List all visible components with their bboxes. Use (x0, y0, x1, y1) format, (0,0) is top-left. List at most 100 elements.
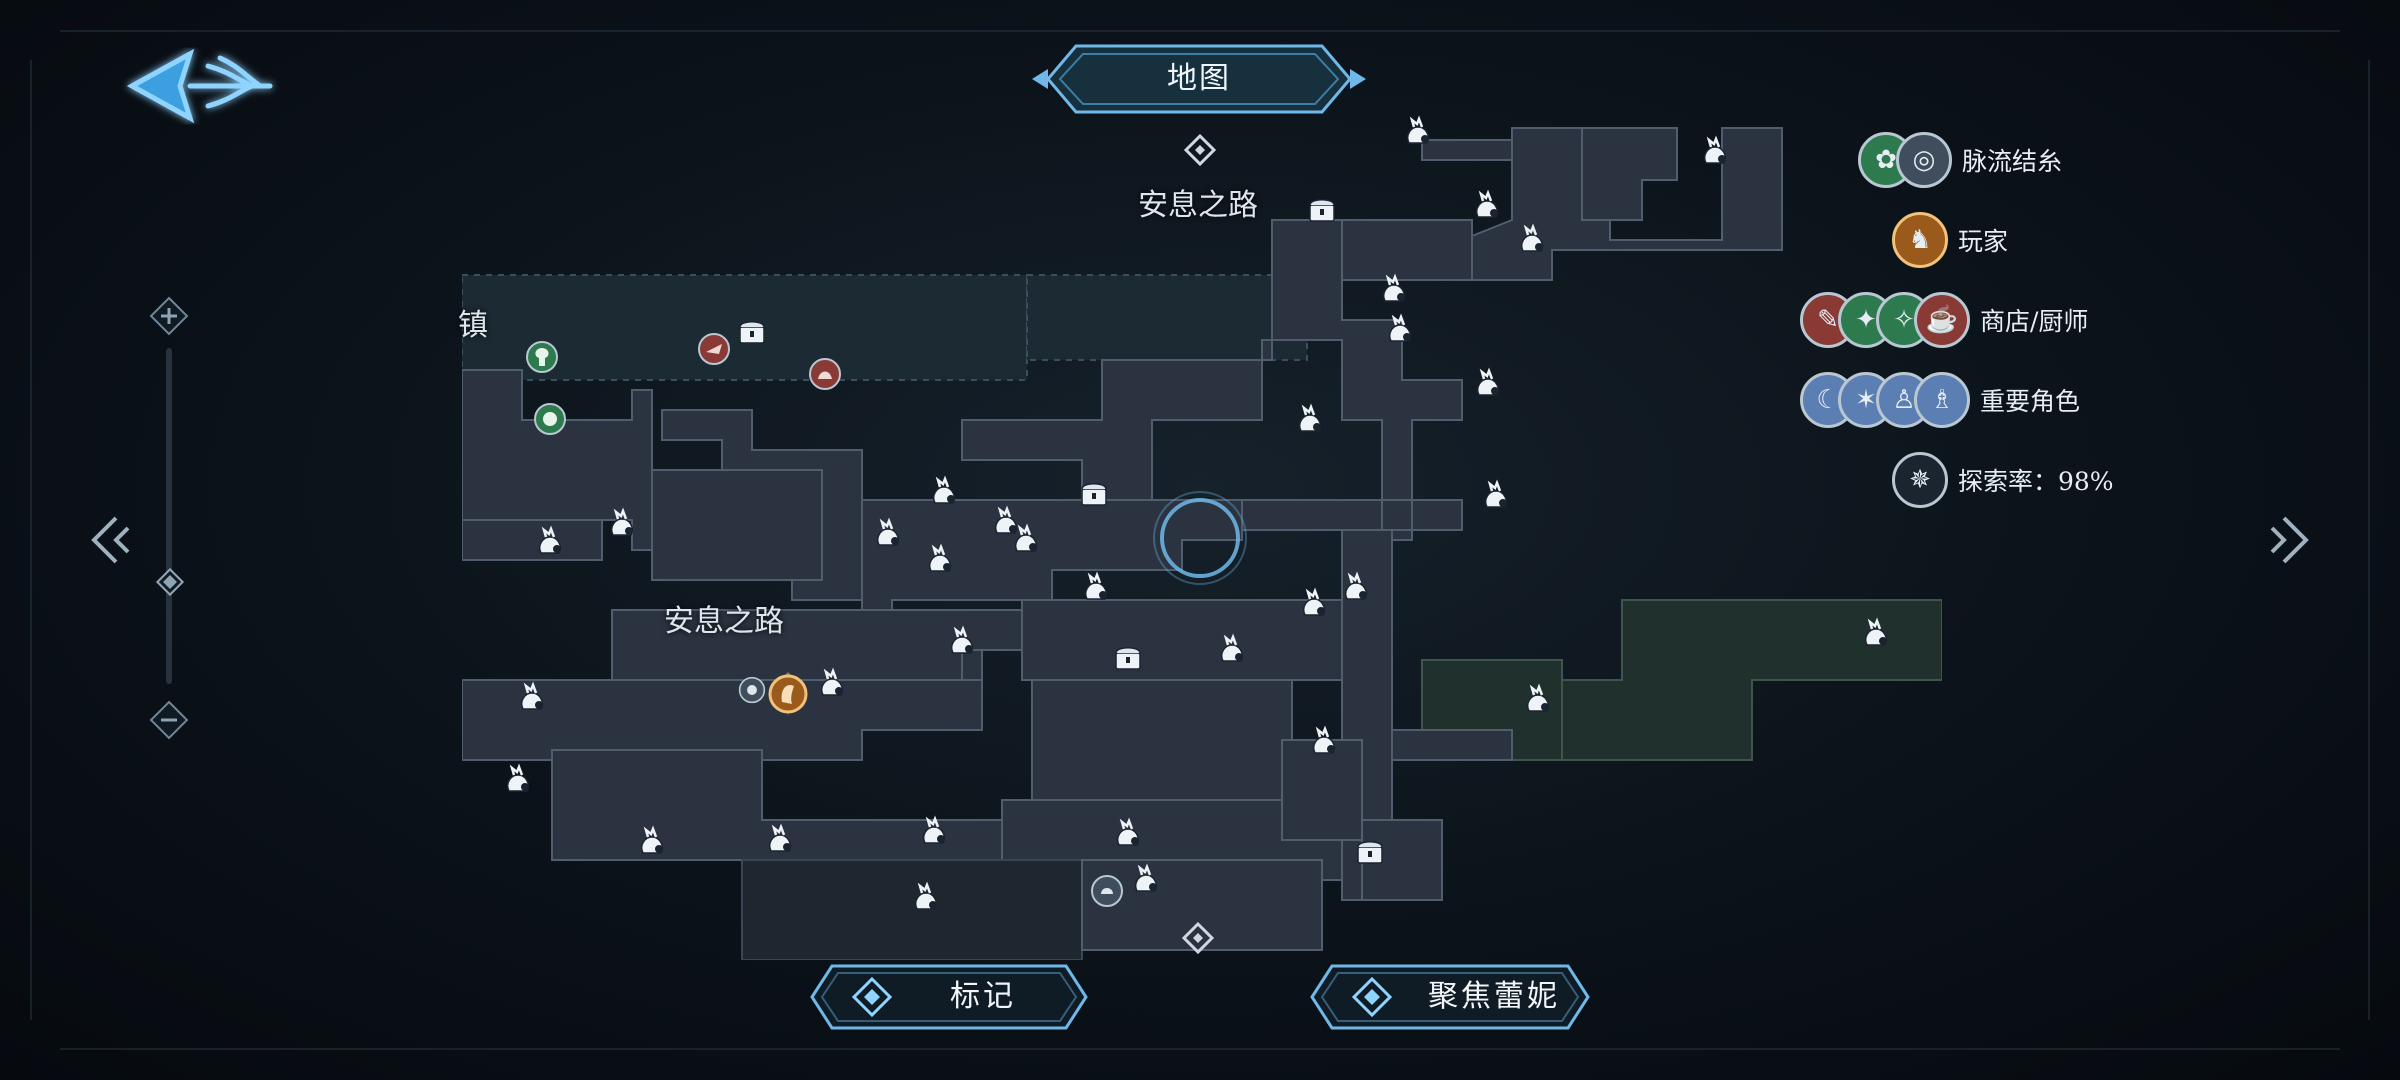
map-room (1331, 219, 1473, 281)
bag-icon[interactable] (501, 763, 535, 797)
chest-icon[interactable] (1353, 835, 1387, 869)
frame-right-line (2368, 60, 2370, 1020)
chest-icon[interactable] (735, 315, 769, 349)
bag-icon[interactable] (533, 525, 567, 559)
focus-icon (1351, 976, 1393, 1018)
chevron-left-icon (91, 516, 130, 564)
bag-icon[interactable] (945, 625, 979, 659)
map-pin-key-character[interactable] (738, 676, 766, 704)
map-pin-key-character[interactable] (1090, 874, 1124, 908)
bag-icon[interactable] (1698, 135, 1732, 169)
bag-icon[interactable] (815, 667, 849, 701)
player-icon: ♞ (1892, 212, 1948, 268)
player-icon[interactable] (764, 670, 812, 718)
map-entry-marker-top (1183, 133, 1217, 167)
shop-icon: ☕ (1914, 292, 1970, 348)
bag-icon[interactable] (871, 517, 905, 551)
map-room (1521, 599, 1942, 761)
map-pin-cook[interactable] (808, 357, 842, 391)
map-room (1421, 139, 1513, 161)
frame-top-line (60, 30, 2340, 32)
bag-icon[interactable] (1377, 273, 1411, 307)
chevron-right-icon (2270, 516, 2309, 564)
bag-icon[interactable] (605, 507, 639, 541)
mark-button-label: 标记 (950, 979, 1016, 1014)
legend-label: 脉流结糸 (1962, 147, 2063, 176)
bag-icon[interactable] (1079, 571, 1113, 605)
map-room (462, 519, 603, 561)
bag-icon[interactable] (1339, 571, 1373, 605)
page-title: 地图 (1167, 61, 1231, 96)
bag-icon[interactable] (1471, 367, 1505, 401)
legend-exploration: ✵ 探索率：98% (1892, 450, 2114, 510)
map-next-button[interactable] (2266, 514, 2310, 566)
zoom-in-button[interactable] (149, 296, 189, 336)
map-room (462, 679, 983, 761)
zoom-out-icon (149, 700, 189, 740)
bag-icon[interactable] (917, 815, 951, 849)
chest-icon[interactable] (1305, 193, 1339, 227)
legend-label: 重要角色 (1980, 387, 2081, 416)
mark-button[interactable]: 标记 (798, 960, 1100, 1034)
map-room (1581, 127, 1678, 221)
map-room (1361, 819, 1443, 901)
zoom-slider-track[interactable] (166, 348, 172, 684)
back-arrow-icon (126, 48, 273, 124)
bag-icon[interactable] (1470, 189, 1504, 223)
region-label-center: 安息之路 (664, 604, 784, 639)
map-room (1026, 274, 1308, 361)
exploration-rate: 探索率：98% (1958, 467, 2114, 496)
bag-icon[interactable] (909, 881, 943, 915)
bag-icon[interactable] (1293, 403, 1327, 437)
map-canvas[interactable] (462, 120, 1942, 960)
map-entry-marker-bottom (1181, 921, 1215, 955)
bag-icon[interactable] (1521, 683, 1555, 717)
legend-label: 商店/厨师 (1980, 307, 2089, 336)
bag-icon[interactable] (923, 543, 957, 577)
frame-left-line (30, 60, 32, 1020)
map-room (1391, 729, 1513, 761)
bag-icon[interactable] (1383, 313, 1417, 347)
bag-icon[interactable] (515, 681, 549, 715)
bag-icon[interactable] (1009, 523, 1043, 557)
bag-icon[interactable] (763, 823, 797, 857)
map-pin-vein-node[interactable] (533, 402, 567, 436)
map-room (961, 219, 1463, 541)
map-prev-button[interactable] (90, 514, 134, 566)
bag-icon[interactable] (635, 825, 669, 859)
bag-icon[interactable] (1515, 223, 1549, 257)
region-label-top: 安息之路 (1138, 188, 1258, 223)
bag-icon[interactable] (1129, 863, 1163, 897)
bag-icon[interactable] (1401, 115, 1435, 149)
frame-bottom-line (60, 1048, 2340, 1050)
legend-item-key-character: ☾ ✶ ♙ ♗ 重要角色 (1800, 370, 2080, 430)
bag-icon[interactable] (1479, 479, 1513, 513)
shop-icon: ✧ (1876, 292, 1932, 348)
focus-character-button-label: 聚焦蕾妮 (1428, 979, 1560, 1014)
focus-ring-outer (1153, 491, 1247, 585)
legend-item-shop: ✎ ✦ ✧ ☕ 商店/厨师 (1800, 290, 2088, 350)
vein-node-icon: ◎ (1896, 132, 1952, 188)
zoom-slider-handle[interactable] (155, 567, 185, 597)
bag-icon[interactable] (1111, 817, 1145, 851)
bag-icon[interactable] (1215, 633, 1249, 667)
key-character-icon: ♗ (1914, 372, 1970, 428)
region-label-left-edge: 镇 (458, 308, 488, 343)
bag-icon[interactable] (989, 505, 1023, 539)
focus-character-button[interactable]: 聚焦蕾妮 (1298, 960, 1602, 1034)
back-button[interactable] (120, 36, 280, 136)
bag-icon[interactable] (1297, 587, 1331, 621)
zoom-out-button[interactable] (149, 700, 189, 740)
bag-icon[interactable] (1859, 617, 1893, 651)
map-pin-shop[interactable] (697, 332, 731, 366)
map-pin-tree[interactable] (525, 340, 559, 374)
bag-icon[interactable] (927, 475, 961, 509)
legend-item-vein-node: ✿ ◎ 脉流结糸 (1858, 130, 2062, 190)
map-room (651, 469, 823, 581)
chest-icon[interactable] (1077, 477, 1111, 511)
bag-icon[interactable] (1307, 725, 1341, 759)
map-room (741, 859, 1083, 960)
legend-label: 玩家 (1958, 227, 2009, 256)
chest-icon[interactable] (1111, 641, 1145, 675)
compass-icon: ✵ (1892, 452, 1948, 508)
